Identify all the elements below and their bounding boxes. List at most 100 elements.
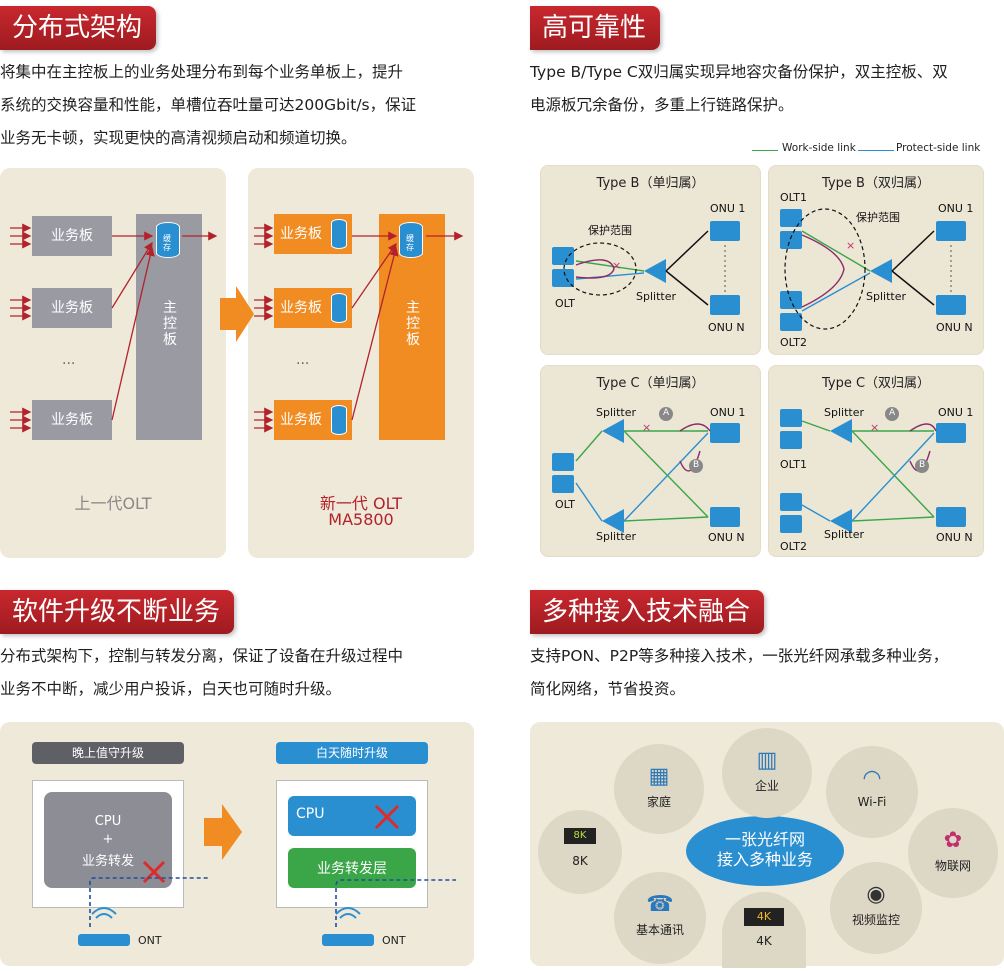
access-desc-2: 简化网络，节省投资。	[530, 680, 686, 698]
8k-badge-icon: 8K	[564, 828, 596, 844]
day-forward-block	[288, 848, 416, 888]
svg-text:×: ×	[642, 421, 651, 434]
section-title-reliability: 高可靠性	[530, 6, 661, 50]
bubble-basic-comm-label: 基本通讯	[635, 923, 684, 937]
card-title: Type B（单归属）	[596, 176, 705, 191]
old-olt-caption: 上一代OLT	[74, 494, 152, 513]
upgrade-desc-2: 业务不中断，减少用户投诉，白天也可随时升级。	[0, 680, 342, 698]
card-title: Type C（双归属）	[821, 376, 931, 391]
card2-onu1: ONU 1	[938, 202, 974, 215]
day-upgrade-label: 白天随时升级	[276, 742, 428, 764]
day-ont-label: ONT	[382, 934, 406, 947]
bubble-4k: 4K 4K	[722, 892, 806, 968]
reliability-desc-2: 电源板冗余备份，多重上行链路保护。	[530, 96, 794, 114]
card4-b: B	[919, 460, 926, 470]
new-board-label-1: 业务板	[280, 226, 322, 242]
center-bubble: 一张光纤网 接入多种业务	[686, 816, 844, 886]
card2-olt2: OLT2	[780, 336, 807, 349]
new-cache-icon-3	[331, 405, 347, 435]
4k-badge-icon: 4K	[744, 908, 784, 926]
night-ont-label: ONT	[138, 934, 162, 947]
bubble-iot-label: 物联网	[934, 859, 971, 873]
card4-splitter-bottom: Splitter	[824, 528, 864, 541]
night-cpu-block	[44, 792, 172, 888]
card4-olt2: OLT2	[780, 540, 807, 553]
new-board-label-2: 业务板	[280, 300, 322, 316]
camera-icon: ◉	[866, 882, 886, 907]
upgrade-graphics	[78, 804, 456, 946]
svg-text:×: ×	[870, 421, 879, 434]
access-desc-1: 支持PON、P2P等多种接入技术，一张光纤网承载多种业务，	[530, 647, 949, 665]
center-line-2: 接入多种业务	[716, 850, 813, 869]
night-plus-text: +	[102, 832, 114, 847]
new-cache-icon-1	[331, 219, 347, 249]
phone-icon: ☎	[646, 892, 674, 917]
old-service-board-1: 业务板	[32, 216, 112, 256]
new-dots: ...	[296, 352, 310, 368]
bubble-enterprise-label: 企业	[754, 779, 779, 793]
card3-a: A	[663, 408, 670, 418]
home-icon: ▦	[648, 764, 670, 789]
svg-text:×: ×	[846, 239, 855, 252]
card4-olt1: OLT1	[780, 458, 807, 471]
bubble-basic-comm: ☎ 基本通讯	[614, 872, 706, 964]
legend-work-line	[752, 150, 778, 151]
night-forward-text: 业务转发	[81, 854, 134, 869]
legend-protect-line	[858, 150, 894, 151]
card-typeb-single: Type B（单归属）	[540, 165, 761, 355]
card4-onun: ONU N	[936, 531, 973, 544]
card4-onu1: ONU 1	[938, 406, 974, 419]
bubble-8k-label: 8K	[572, 854, 588, 868]
card-title: Type C（单归属）	[596, 376, 705, 391]
card-typeb-dual: Type B（双归属）	[768, 165, 984, 355]
upgrade-desc-1: 分布式架构下，控制与转发分离，保证了设备在升级过程中	[0, 647, 404, 665]
card3-b: B	[693, 460, 700, 470]
bubble-8k: 8K 8K	[538, 810, 622, 894]
day-forward-text: 业务转发层	[317, 861, 387, 877]
bubble-wifi: ◠ Wi-Fi	[826, 746, 918, 838]
bubble-video-surveillance-label: 视频监控	[851, 913, 900, 927]
day-cpu-text: CPU	[296, 806, 325, 822]
card-title: Type B（双归属）	[822, 176, 930, 191]
card2-protect-range: 保护范围	[856, 211, 900, 224]
day-cpu-block	[288, 796, 416, 836]
card3-onu1: ONU 1	[710, 406, 746, 419]
bubble-wifi-label: Wi-Fi	[857, 795, 887, 809]
new-main-board-label: 主控板	[406, 300, 420, 348]
reliability-desc-1: Type B/Type C双归属实现异地容灾备份保护，双主控板、双	[530, 63, 948, 81]
wifi-icon: ◠	[862, 766, 882, 791]
card3-splitter-bottom: Splitter	[596, 530, 636, 543]
card4-a: A	[889, 408, 896, 418]
iot-icon: ✿	[943, 828, 963, 853]
svg-text:×: ×	[612, 259, 621, 272]
card2-onun: ONU N	[936, 321, 973, 334]
old-dots: ...	[62, 352, 76, 368]
distributed-desc-3: 业务无卡顿，实现更快的高清视频启动和频道切换。	[0, 129, 357, 147]
bubble-iot: ✿ 物联网	[908, 808, 998, 898]
section-title-access: 多种接入技术融合	[530, 590, 765, 634]
card3-splitter-top: Splitter	[596, 406, 636, 419]
distributed-desc-2: 系统的交换容量和性能，单槽位吞吐量可达200Gbit/s，保证	[0, 96, 417, 114]
new-board-label-3: 业务板	[280, 412, 322, 428]
night-upgrade-label: 晚上值守升级	[32, 742, 184, 764]
card1-protect-range: 保护范围	[588, 224, 632, 237]
card3-olt: OLT	[555, 498, 575, 511]
card4-splitter-top: Splitter	[824, 406, 864, 419]
bubble-enterprise: ▥企业	[722, 728, 812, 818]
bubble-home: ▦家庭	[614, 744, 704, 834]
distributed-desc-1: 将集中在主控板上的业务处理分布到每个业务单板上，提升	[0, 63, 404, 81]
section-title-upgrade: 软件升级不断业务	[0, 590, 235, 634]
center-line-1: 一张光纤网	[724, 830, 805, 849]
old-cache-icon	[156, 222, 180, 258]
old-service-board-3: 业务板	[32, 400, 112, 440]
distributed-arrows	[10, 223, 464, 433]
card2-olt1: OLT1	[780, 191, 807, 204]
card3-onun: ONU N	[708, 531, 745, 544]
card1-splitter: Splitter	[636, 290, 676, 303]
night-cpu-text: CPU	[94, 814, 122, 829]
card1-onu1: ONU 1	[710, 202, 746, 215]
new-olt-caption-2: MA5800	[328, 510, 394, 529]
section-title-distributed: 分布式架构	[0, 6, 157, 50]
card2-splitter: Splitter	[866, 290, 906, 303]
old-main-board-label: 主控板	[163, 300, 177, 348]
